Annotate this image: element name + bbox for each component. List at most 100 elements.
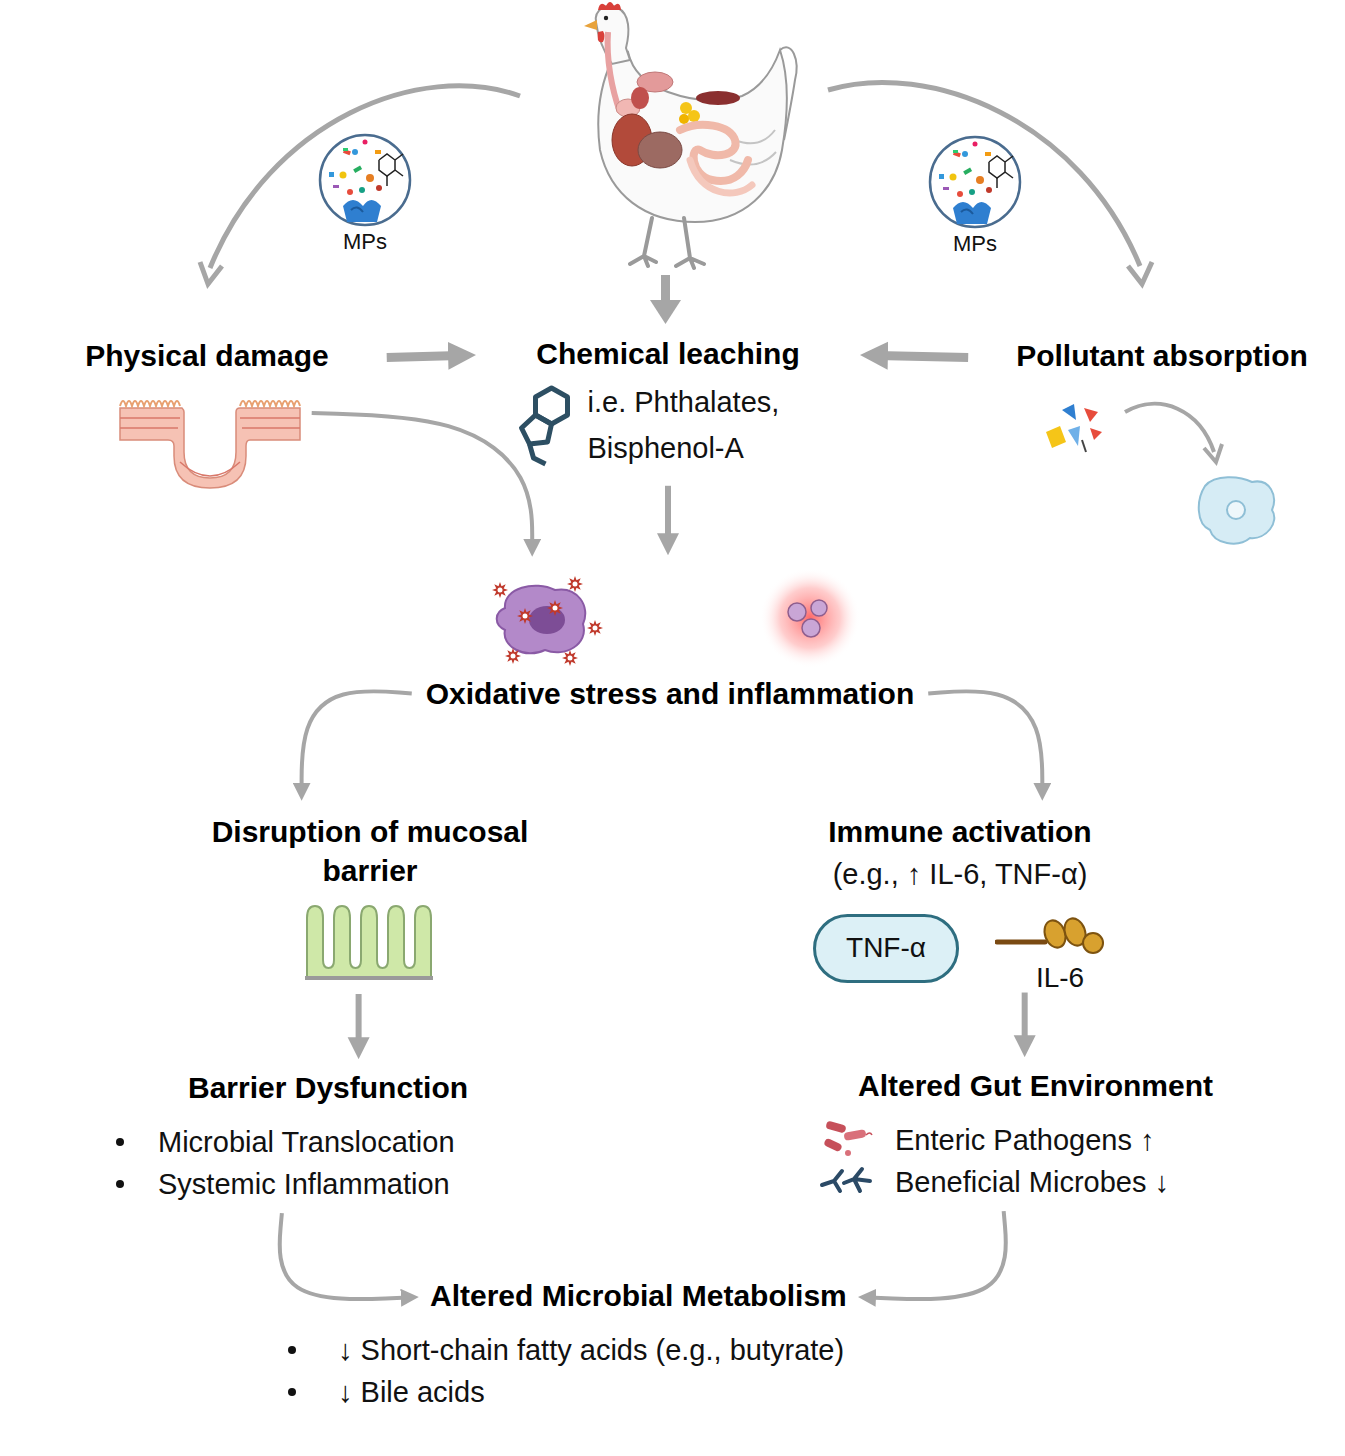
node-text: (e.g., ↑ IL-6, TNF-α) — [813, 855, 1107, 894]
chicken-illustration-part — [676, 218, 704, 268]
connector-arrow — [928, 691, 1042, 790]
oxidative-stress-icon-part — [802, 619, 820, 637]
block-arrow-part — [650, 300, 681, 324]
oxidative-stress-icon-part — [517, 608, 533, 624]
pathogen-icon-part — [825, 1121, 846, 1134]
list-item: Enteric Pathogens ↑ — [818, 1119, 1213, 1161]
chicken-illustration-part — [631, 87, 649, 109]
chicken-illustration-part — [604, 16, 608, 20]
chicken-illustration-part — [630, 218, 656, 266]
intestinal-tissue-icon-part — [120, 401, 180, 406]
chem-row: i.e. Phthalates, Bisphenol-A — [514, 379, 823, 472]
pollutant-fragments-part — [1046, 426, 1066, 448]
chicken-illustration-part — [680, 125, 748, 181]
label: MPs — [343, 229, 387, 255]
oxidative-stress-icon-part — [553, 606, 558, 611]
il6-icon-part — [1083, 933, 1103, 953]
intestinal-tissue-icon-part — [120, 418, 300, 428]
oxidative-stress-icon-part — [568, 656, 573, 661]
text-node: Chemical leaching i.e. Phthalates, Bisphe… — [514, 334, 823, 472]
chicken-illustration-part — [638, 132, 682, 168]
node-text: Enteric Pathogens ↑ — [895, 1119, 1155, 1161]
chicken-arrows-part — [210, 86, 520, 268]
connector-arrow — [387, 355, 460, 357]
bullet-dot — [288, 1346, 296, 1354]
oxidative-stress-icon-part — [811, 600, 827, 616]
illustration-layer-part — [930, 137, 1020, 227]
oxidative-stress-icon-part — [511, 654, 516, 659]
bullet-dot — [116, 1180, 124, 1188]
connector-arrow — [302, 691, 412, 790]
il6-icon-part — [997, 940, 1045, 945]
chicken-arrows — [200, 82, 1152, 284]
text-node: Physical damage — [85, 336, 328, 375]
beneficial-microbe-icon-part — [822, 1169, 870, 1191]
list-item: ↓ Short-chain fatty acids (e.g., butyrat… — [282, 1329, 847, 1371]
chicken-illustration-part — [584, 20, 597, 30]
pollutant-fragments-part — [1125, 404, 1214, 452]
list-item: Microbial Translocation — [110, 1121, 468, 1163]
pollutant-fragments-part — [1199, 477, 1275, 543]
connector-arrow — [877, 355, 968, 357]
node-heading: Chemical leaching — [536, 334, 799, 373]
chicken-illustration — [584, 2, 797, 268]
pollutant-fragments-part — [1227, 501, 1245, 519]
chicken-illustration-part — [598, 2, 621, 10]
chicken-illustration-part — [596, 6, 630, 64]
node-text: ↓ Bile acids — [338, 1371, 485, 1413]
chicken-arrows-part — [1128, 262, 1152, 284]
cytokine-pill: TNF-α — [813, 914, 959, 982]
node-heading: Pollutant absorption — [1016, 336, 1308, 375]
oxidative-stress-icon-part — [593, 626, 598, 631]
node-heading: Immune activation — [828, 812, 1091, 851]
beneficial-microbe-icon — [818, 1161, 873, 1203]
pathogen-icon-part — [866, 1133, 872, 1135]
label: MPs — [953, 231, 997, 257]
pollutant-fragments-part — [1084, 408, 1098, 422]
chicken-illustration-part — [598, 31, 605, 42]
oxidative-stress-icon-part — [523, 614, 528, 619]
chicken-illustration-part — [688, 110, 700, 122]
oxidative-stress-icon-part — [760, 568, 860, 668]
node-text: Beneficial Microbes ↓ — [895, 1161, 1169, 1203]
intestinal-tissue-icon-part — [180, 462, 240, 476]
oxidative-stress-icon-part — [788, 603, 806, 621]
oxidative-stress-icon-part — [573, 582, 578, 587]
chicken-arrows-part — [828, 82, 1140, 266]
pollutant-fragments-part — [1204, 444, 1222, 462]
item-icon — [818, 1161, 873, 1203]
beneficial-microbe-icon-part-part — [822, 1171, 842, 1191]
node-text: Systemic Inflammation — [158, 1163, 450, 1205]
pathogen-icon — [818, 1119, 873, 1161]
molecule-icon-part-part — [530, 444, 546, 464]
node-heading: Physical damage — [85, 336, 328, 375]
oxidative-stress-icon-part — [529, 606, 565, 634]
oxidative-stress-icon-part — [492, 582, 508, 598]
label: IL-6 — [1036, 962, 1084, 994]
connector-arrow — [1022, 993, 1028, 1044]
pollutant-fragments — [1046, 404, 1274, 544]
node-text: ↓ Short-chain fatty acids (e.g., butyrat… — [338, 1329, 844, 1371]
intestinal-tissue-icon — [120, 401, 300, 488]
node-text: i.e. Phthalates, Bisphenol-A — [588, 379, 823, 472]
pollutant-fragments-part — [1090, 428, 1102, 440]
molecule — [514, 382, 576, 468]
list-item: Systemic Inflammation — [110, 1163, 468, 1205]
connector-arrow — [869, 1211, 1006, 1299]
connector-arrow — [665, 486, 671, 542]
chicken-illustration-part — [696, 91, 740, 105]
villi-icon-part — [307, 906, 431, 978]
pollutant-fragments-part — [1068, 426, 1080, 446]
pathogen-icon-part — [823, 1138, 843, 1153]
block-arrow — [650, 275, 681, 324]
molecule-icon — [514, 382, 576, 468]
pathogen-icon-part — [843, 1129, 866, 1141]
oxidative-stress-icon-part — [587, 620, 603, 636]
block-arrow-part — [661, 275, 670, 302]
list-item: ↓ Bile acids — [282, 1371, 847, 1413]
oxidative-stress-icon-part — [498, 588, 503, 593]
text-node: Altered Gut EnvironmentEnteric Pathogens… — [818, 1066, 1213, 1203]
intestinal-tissue-icon-part — [120, 408, 300, 488]
